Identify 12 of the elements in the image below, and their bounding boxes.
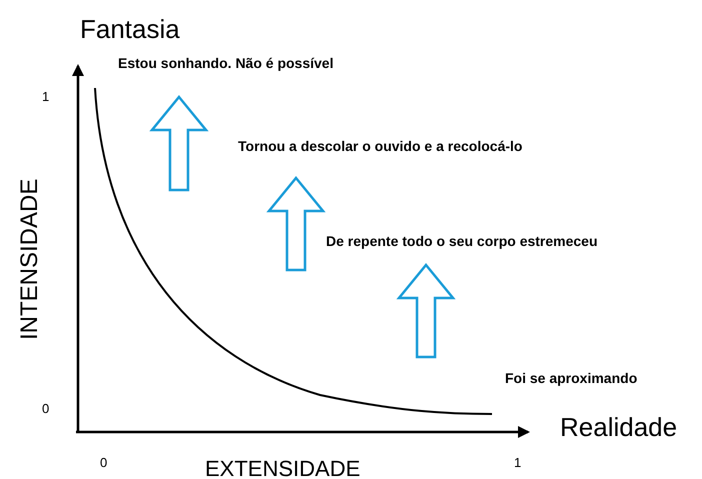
tick-label: 0: [42, 402, 50, 415]
caption-text: Estou sonhando. Não é possível: [118, 56, 334, 70]
tick-label: 1: [42, 90, 50, 103]
axis-title: EXTENSIDADE: [205, 458, 360, 479]
axis-title: Fantasia: [80, 16, 180, 42]
caption-text: Tornou a descolar o ouvido e a recolocá-lo: [238, 139, 522, 153]
caption-text: Foi se aproximando: [505, 371, 638, 385]
tick-label: 1: [514, 456, 522, 469]
caption-text: De repente todo o seu corpo estremeceu: [326, 234, 598, 248]
tick-label: 0: [100, 456, 108, 469]
axis-title: INTENSIDADE: [18, 178, 42, 340]
axis-title: Realidade: [560, 414, 678, 440]
